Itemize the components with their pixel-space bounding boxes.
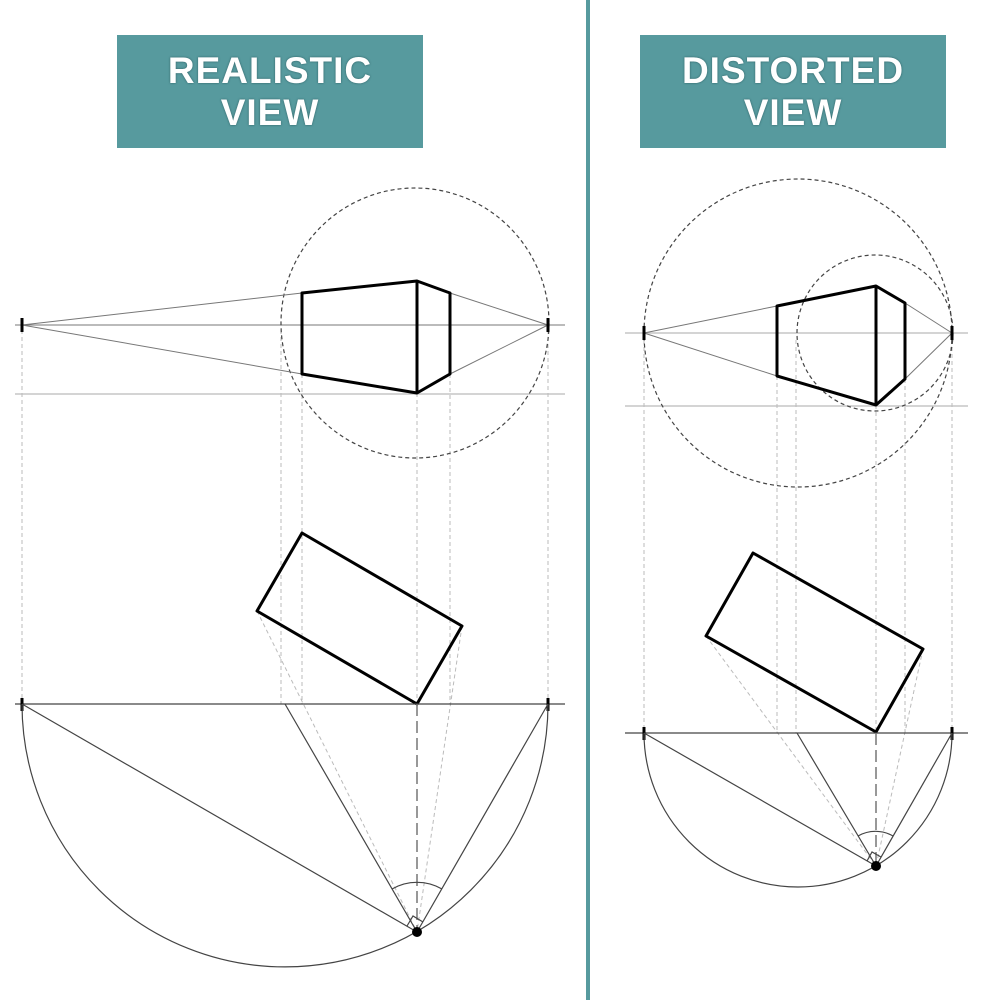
box-plan-view [704,551,925,734]
realistic-diagram [15,187,565,968]
vanishing-lines [643,302,953,380]
station-semicircle [21,703,549,968]
station-point [412,927,422,937]
station-point [871,861,881,871]
header-line-2: VIEW [220,91,320,133]
vanishing-lines [21,292,549,375]
distorted-diagram [625,178,968,888]
panel-divider [586,0,590,1000]
angle-of-view-arc [857,830,894,837]
cone-of-vision [280,187,550,459]
realistic-view-header: REALISTIC VIEW [117,35,423,148]
box-perspective [300,279,452,395]
angle-of-view-arc [391,881,443,890]
right-angle-marker [866,851,882,862]
projection-lines [643,340,953,867]
header-line-1: REALISTIC [167,49,373,91]
distorted-view-header: DISTORTED VIEW [640,35,946,148]
box-plan-view [255,531,464,706]
box-perspective [775,284,907,407]
station-semicircle [643,732,953,888]
right-angle-marker [406,915,424,927]
header-line-2: VIEW [743,91,843,133]
header-line-1: DISTORTED [681,49,905,91]
